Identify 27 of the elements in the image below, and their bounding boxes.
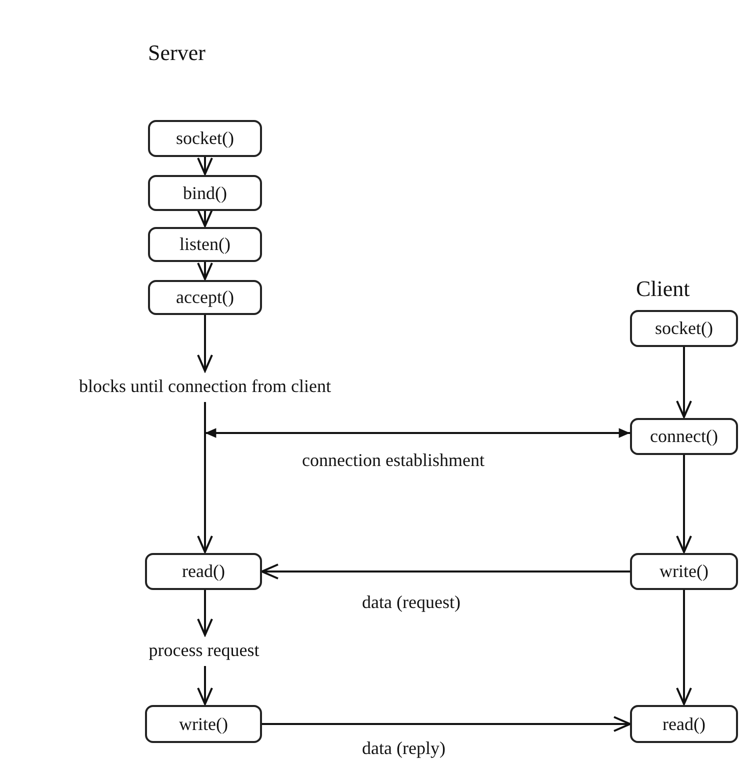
column-heading: Client xyxy=(636,276,690,302)
arrow xyxy=(197,402,213,553)
arrow xyxy=(262,716,631,732)
function-box: read() xyxy=(630,705,738,743)
function-box: read() xyxy=(145,553,262,590)
function-box: socket() xyxy=(630,310,738,347)
arrow xyxy=(197,666,213,705)
arrow xyxy=(676,347,692,418)
function-box: write() xyxy=(145,705,262,743)
function-box: bind() xyxy=(148,175,262,211)
step-text: process request xyxy=(118,636,290,664)
arrow xyxy=(197,157,213,175)
function-box: write() xyxy=(630,553,738,590)
function-box: connect() xyxy=(630,418,738,455)
arrow xyxy=(197,315,213,372)
arrow xyxy=(197,262,213,280)
arrow xyxy=(676,455,692,553)
arrow xyxy=(676,590,692,705)
arrow xyxy=(197,590,213,636)
function-box: accept() xyxy=(148,280,262,315)
function-box: listen() xyxy=(148,227,262,262)
column-heading: Server xyxy=(148,40,206,66)
function-box: socket() xyxy=(148,120,262,157)
arrow xyxy=(205,428,630,438)
arrow xyxy=(261,564,630,580)
step-text: blocks until connection from client xyxy=(10,372,400,400)
arrow xyxy=(197,209,213,227)
